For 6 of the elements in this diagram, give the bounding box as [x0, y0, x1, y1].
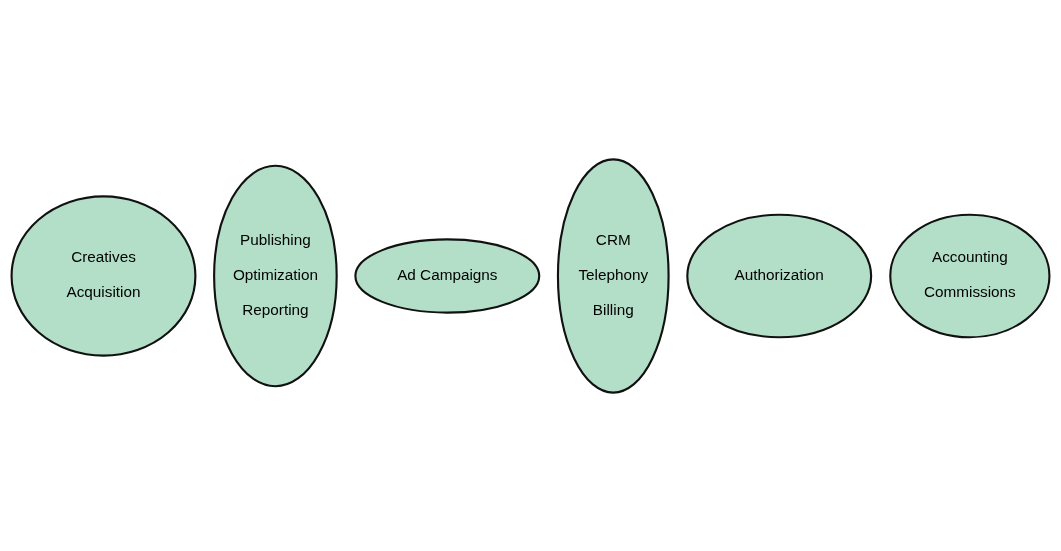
node-ellipse: Ad Campaigns	[354, 237, 541, 314]
node-ellipse: Authorization	[686, 213, 873, 338]
node-ellipse: Creatives Acquisition	[10, 194, 197, 357]
node-ellipse: Publishing Optimization Reporting	[213, 164, 338, 387]
node-ellipse: CRM Telephony Billing	[556, 157, 670, 394]
node-ellipse: Accounting Commissions	[889, 213, 1051, 338]
